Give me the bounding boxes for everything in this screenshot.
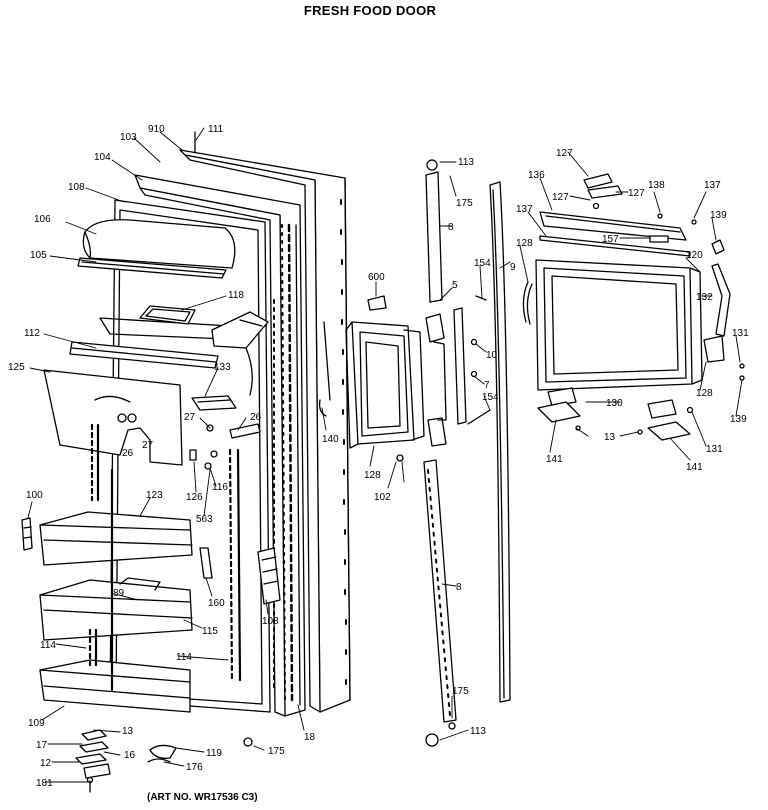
- door-gasket-strip: [489, 181, 511, 703]
- callout: 109: [28, 718, 45, 729]
- callout: 123: [146, 490, 163, 501]
- callout: 104: [94, 152, 111, 163]
- callout: 128: [696, 388, 713, 399]
- callout: 27: [184, 412, 196, 423]
- callout: 154: [482, 392, 499, 403]
- callout: 108: [262, 616, 279, 627]
- callout: 128: [364, 470, 381, 481]
- bin-support-rails: [88, 423, 242, 692]
- callout: 910: [148, 124, 165, 135]
- dispenser-door-frame: [522, 259, 703, 391]
- door-rail-112: [69, 341, 219, 369]
- dispenser-door-side-parts: [686, 239, 745, 414]
- side-clip: [21, 517, 33, 551]
- callout-labels: 111 910 103 104 108 106 105 118 112 125 …: [8, 124, 749, 789]
- diagram-title: FRESH FOOD DOOR: [303, 3, 437, 18]
- callout: 10: [486, 350, 498, 361]
- callout: 131: [732, 328, 749, 339]
- leader-lines: [27, 127, 743, 783]
- callout: 139: [710, 210, 727, 221]
- callout: 126: [186, 492, 203, 503]
- callout: 18: [304, 732, 316, 743]
- callout: 115: [202, 626, 218, 637]
- callout: 105: [30, 250, 47, 261]
- callout: 175: [456, 198, 473, 209]
- callout: 130: [606, 398, 623, 409]
- door-bin-lower: [39, 659, 191, 713]
- callout: 127: [552, 192, 569, 203]
- callout: 128: [516, 238, 533, 249]
- callout: 175: [452, 686, 469, 697]
- callout: 600: [368, 272, 385, 283]
- callout: 26: [250, 412, 262, 423]
- callout: 125: [8, 362, 25, 373]
- callout: 16: [124, 750, 136, 761]
- callout: 119: [206, 748, 222, 759]
- callout: 160: [208, 598, 225, 609]
- callout: 118: [228, 290, 244, 301]
- callout: 140: [322, 434, 339, 445]
- callout: 8: [456, 582, 462, 593]
- callout: 114: [40, 640, 56, 651]
- callout: 139: [730, 414, 747, 425]
- callout: 132: [696, 292, 713, 303]
- door-bin-upper: [39, 511, 193, 566]
- callout: 12: [40, 758, 52, 769]
- callout: 112: [24, 328, 40, 339]
- callout: 563: [196, 514, 213, 525]
- callout: 102: [374, 492, 391, 503]
- dairy-compartment-door: [77, 219, 236, 279]
- dispenser-cover: [43, 369, 183, 466]
- callout: 116: [212, 482, 228, 493]
- callout: 157: [602, 234, 619, 245]
- callout: 133: [214, 362, 231, 373]
- dispenser-frame: [318, 295, 425, 462]
- callout: 175: [268, 746, 285, 757]
- handle-assembly-left: [425, 159, 491, 447]
- callout: 106: [34, 214, 51, 225]
- callout: 113: [458, 157, 474, 168]
- callout: 7: [484, 380, 490, 391]
- liner-handle: [199, 547, 281, 605]
- callout: 131: [706, 444, 723, 455]
- small-fasteners: [117, 413, 261, 470]
- callout: 5: [452, 280, 458, 291]
- art-number: (ART NO. WR17536 C3): [147, 792, 258, 803]
- callout: 13: [122, 726, 134, 737]
- dispenser-door-hinges: [537, 387, 691, 441]
- callout: 181: [36, 778, 53, 789]
- callout: 137: [704, 180, 721, 191]
- callout: 100: [26, 490, 43, 501]
- callout: 26: [122, 448, 134, 459]
- callout: 137: [516, 204, 533, 215]
- callout: 13: [604, 432, 616, 443]
- callout: 103: [120, 132, 137, 143]
- callout: 154: [474, 258, 491, 269]
- handle-trim-lower: [423, 459, 457, 747]
- callout: 9: [510, 262, 516, 273]
- control-housing: [211, 311, 269, 396]
- callout: 17: [36, 740, 48, 751]
- callout: 111: [208, 124, 224, 135]
- callout: 8: [448, 222, 454, 233]
- callout: 176: [186, 762, 203, 773]
- bottom-small-parts: [75, 729, 253, 793]
- callout: 114: [176, 652, 192, 663]
- callout: 27: [142, 440, 154, 451]
- callout: 127: [556, 148, 573, 159]
- callout: 136: [528, 170, 545, 181]
- callout: 141: [546, 454, 563, 465]
- dispenser-mechanism: [191, 395, 237, 411]
- callout: 89: [113, 588, 125, 599]
- callout: 127: [628, 188, 645, 199]
- dispenser-door-top-bracket: [539, 173, 697, 257]
- callout: 141: [686, 462, 703, 473]
- outer-door-panel: [179, 131, 351, 713]
- callout: 108: [68, 182, 85, 193]
- callout: 120: [686, 250, 703, 261]
- door-bin-middle: [39, 577, 193, 641]
- callout: 138: [648, 180, 665, 191]
- callout: 113: [470, 726, 486, 737]
